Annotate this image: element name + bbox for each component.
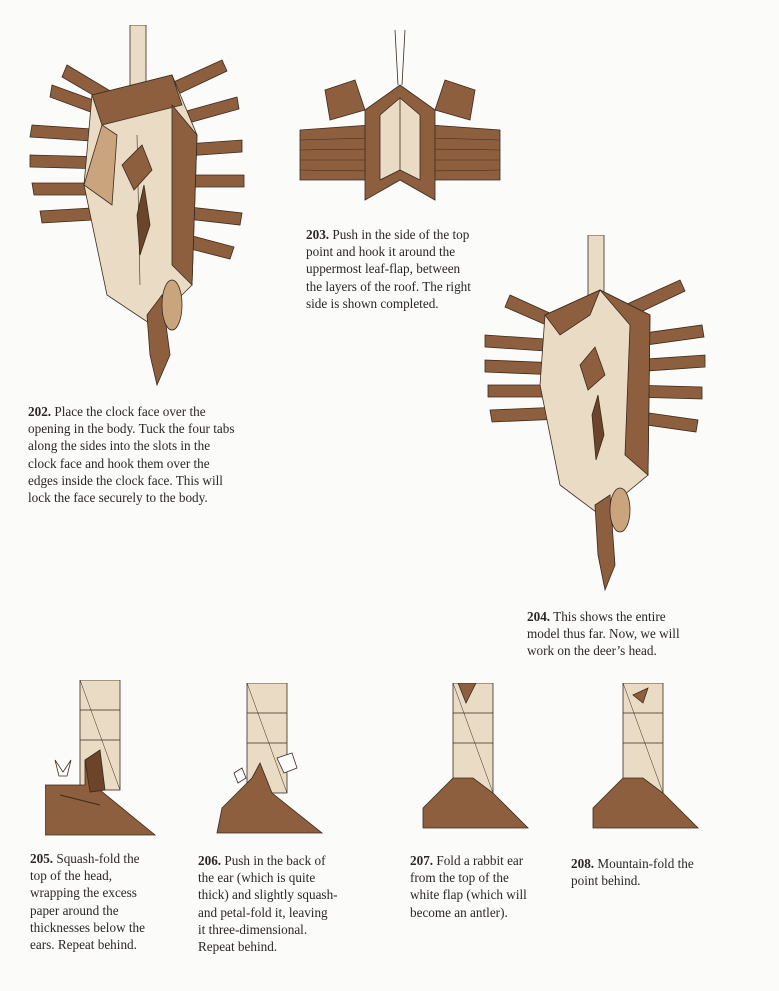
figure-208-mountain-fold (588, 683, 703, 843)
step-number: 208. (571, 856, 595, 871)
step-text: Mountain-fold the point behind. (571, 856, 694, 889)
step-number: 202. (28, 404, 52, 419)
figure-207-rabbit-ear (418, 683, 533, 843)
figure-203-roof (295, 30, 505, 210)
figure-204-entire-model (480, 235, 710, 595)
step-text: Place the clock face over the opening in… (28, 404, 235, 506)
figure-206-ear (212, 683, 327, 843)
step-number: 207. (410, 853, 434, 868)
figure-202-clock-body (22, 25, 247, 390)
step-202-caption: 202. Place the clock face over the openi… (28, 403, 268, 506)
step-204-caption: 204. This shows the entire model thus fa… (527, 608, 727, 660)
step-203-caption: 203. Push in the side of the top point a… (306, 226, 506, 312)
step-number: 203. (306, 227, 330, 242)
step-206-caption: 206. Push in the back of the ear (which … (198, 852, 388, 955)
step-text: This shows the entire model thus far. No… (527, 609, 680, 659)
step-number: 205. (30, 851, 54, 866)
step-207-caption: 207. Fold a rabbit ear from the top of t… (410, 852, 590, 921)
figure-205-head (45, 680, 160, 840)
step-205-caption: 205. Squash-fold the top of the head, wr… (30, 850, 190, 953)
step-text: Squash-fold the top of the head, wrappin… (30, 851, 145, 953)
step-text: Push in the back of the ear (which is qu… (198, 853, 338, 955)
step-208-caption: 208. Mountain-fold the point behind. (571, 855, 751, 889)
step-number: 204. (527, 609, 551, 624)
step-number: 206. (198, 853, 222, 868)
step-text: Fold a rabbit ear from the top of the wh… (410, 853, 527, 920)
step-text: Push in the side of the top point and ho… (306, 227, 471, 311)
